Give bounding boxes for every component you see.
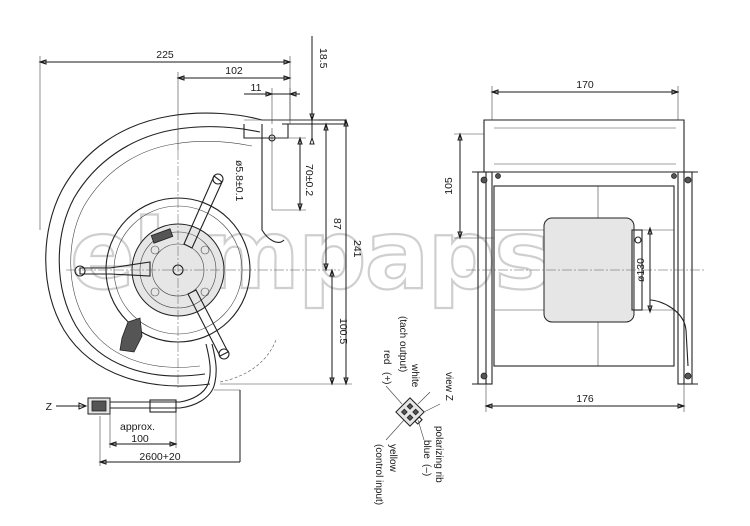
blower-body <box>493 185 675 367</box>
outlet-flange <box>243 124 289 139</box>
strut-hole-left <box>74 265 86 277</box>
dim-hole-spacing: 70±0.2 <box>303 164 315 196</box>
dim-18-5: 18.5 <box>317 48 329 69</box>
connector-pins <box>91 400 107 412</box>
screw <box>480 176 488 184</box>
dim-102: 102 <box>225 65 243 77</box>
cable-gland <box>119 317 143 353</box>
housing-rim <box>70 141 253 368</box>
view-z-marker: Z <box>46 401 53 413</box>
motor-body <box>543 217 635 323</box>
motor-bolt <box>150 287 160 297</box>
wire-red-label: red <box>381 350 392 364</box>
dim-100-5: 100.5 <box>337 318 349 344</box>
flange-right <box>683 171 698 385</box>
screw <box>684 372 692 380</box>
strut-left <box>79 261 151 277</box>
motor-bolt <box>150 245 160 255</box>
wire-yellow-label: yellow <box>387 444 398 473</box>
side-view: 170 176 105 ø130 <box>443 79 704 412</box>
connector-view-z: view Z white (tach output) red (+) polar… <box>373 316 454 505</box>
cable-sleeve <box>149 399 177 413</box>
wire-white-function: (tach output) <box>397 316 408 372</box>
cable <box>110 343 217 409</box>
dimensions-front: 225 102 11 18.5 ø5.8±0.1 7 <box>38 36 363 466</box>
wire-blue-label: blue <box>421 440 432 459</box>
strut-hole-top <box>212 173 224 185</box>
dim-241: 241 <box>351 240 363 258</box>
side-cable <box>649 299 689 367</box>
flange-left <box>472 171 487 385</box>
view-z-label: view Z <box>443 372 454 401</box>
screw <box>495 173 501 179</box>
dim-105: 105 <box>443 177 455 195</box>
dim-hole-dia: ø5.8±0.1 <box>233 160 245 202</box>
polarizing-rib <box>414 416 423 425</box>
dim-cable-length: 2600+20 <box>139 451 180 463</box>
dim-170: 170 <box>576 79 594 91</box>
outlet-side <box>261 124 285 243</box>
dimensions-side: 170 176 105 ø130 <box>443 79 686 412</box>
strut-top <box>183 175 223 249</box>
polarizing-rib-label: polarizing rib <box>433 426 444 483</box>
dim-225: 225 <box>156 49 174 61</box>
dim-130: ø130 <box>635 258 647 282</box>
wire-yellow-function: (control input) <box>373 444 384 505</box>
motor-screw <box>634 236 642 244</box>
housing-lip <box>219 339 277 383</box>
strut-hole-bottom <box>218 348 230 360</box>
screw <box>684 176 692 184</box>
motor-bolt <box>200 245 210 255</box>
motor-bolt <box>200 287 210 297</box>
dim-11: 11 <box>251 82 262 94</box>
housing-outline <box>45 112 346 387</box>
wire-white-label: white <box>409 363 420 388</box>
front-view: 225 102 11 18.5 ø5.8±0.1 7 <box>38 36 363 466</box>
dim-approx-value: 100 <box>131 433 149 445</box>
cable-inner <box>110 343 211 403</box>
pcb-connector <box>150 228 174 244</box>
screw <box>480 372 488 380</box>
side-plate-right <box>677 171 693 385</box>
dim-176: 176 <box>576 393 594 405</box>
wire-red-function: (+) <box>381 372 392 385</box>
dim-approx-label: approx. <box>120 421 155 433</box>
screw <box>671 173 677 179</box>
dim-87: 87 <box>331 218 343 230</box>
wire-blue-function: (–) <box>421 464 432 476</box>
housing-inner <box>58 126 261 377</box>
